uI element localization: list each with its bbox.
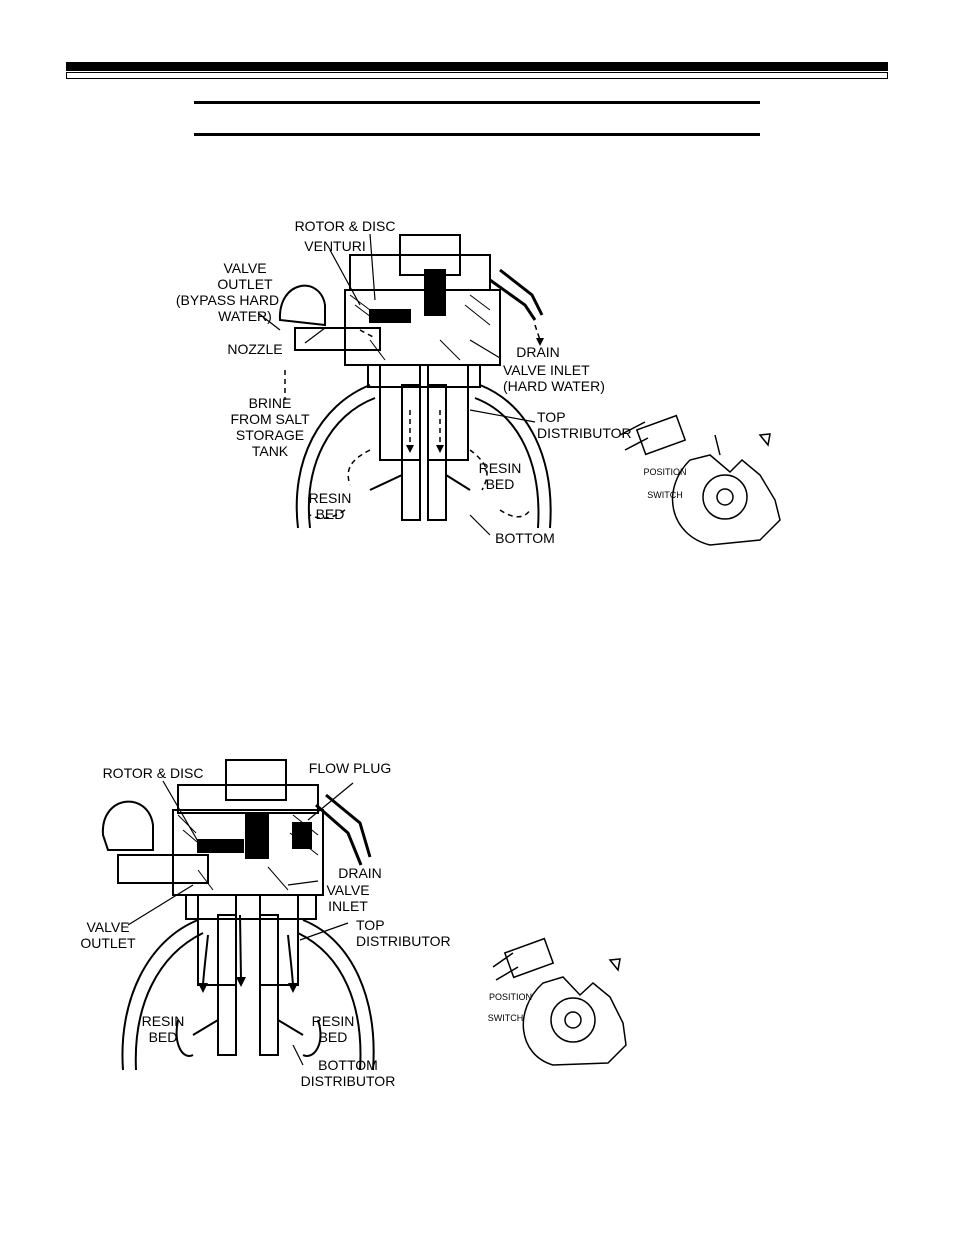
label-valve-inlet-2b: INLET: [328, 898, 368, 914]
label-resin-bed-left-2a: RESIN: [141, 1013, 185, 1029]
label-valve-outlet-4: WATER): [218, 308, 272, 324]
figure-backwash: ROTOR & DISC FLOW PLUG DRAIN VALVE INLET…: [78, 755, 638, 1095]
label-valve-outlet-2b: OUTLET: [80, 935, 136, 951]
label-resin-bed-right-2: BED: [485, 476, 515, 492]
tank-wall-right: [479, 384, 552, 529]
label-position-1: POSITION: [643, 467, 687, 477]
label-resin-bed-left-2b: BED: [148, 1029, 178, 1045]
label-brine-1: BRINE: [248, 395, 292, 411]
label-resin-bed-right-2a: RESIN: [311, 1013, 355, 1029]
label-resin-bed-right-1: RESIN: [478, 460, 522, 476]
label-valve-outlet-2a: VALVE: [86, 919, 130, 935]
label-valve-inlet-1: VALVE INLET: [503, 362, 590, 378]
position-switch-dial: [619, 414, 781, 546]
position-switch-dial: [492, 937, 627, 1066]
label-bottom-distributor-a: BOTTOM: [318, 1057, 378, 1073]
label-resin-bed-left-2: BED: [315, 506, 345, 522]
label-brine-4: TANK: [251, 443, 289, 459]
label-flow-plug: FLOW PLUG: [308, 760, 392, 776]
label-switch-2: SWITCH: [487, 1013, 524, 1023]
label-top-distributor-2b: DISTRIBUTOR: [356, 933, 451, 949]
label-valve-outlet-2: OUTLET: [217, 276, 273, 292]
label-brine-2: FROM SALT: [230, 411, 310, 427]
outlet-cap: [278, 284, 326, 327]
label-rotor-disc: ROTOR & DISC: [294, 218, 396, 234]
label-bottom-distributor-b: DISTRIBUTOR: [300, 1073, 396, 1089]
valve-tank-diagram-1: [257, 233, 781, 546]
valve-tank-diagram-2: [101, 759, 627, 1071]
label-drain-2: DRAIN: [338, 865, 382, 881]
tank-wall-left: [121, 919, 199, 1071]
tank-wall-left: [295, 384, 371, 529]
label-resin-bed-right-2b: BED: [318, 1029, 348, 1045]
label-bottom: BOTTOM: [495, 530, 555, 546]
header-thick-rule: [66, 62, 888, 71]
title-rule-top: [194, 101, 760, 104]
label-valve-inlet-2a: VALVE: [326, 882, 370, 898]
figure-brine-draw: ROTOR & DISC VENTURI VALVE OUTLET (BYPAS…: [170, 210, 790, 550]
label-valve-outlet-3: (BYPASS HARD: [175, 292, 280, 308]
label-top-distributor-2: DISTRIBUTOR: [537, 425, 632, 441]
label-resin-bed-left-1: RESIN: [308, 490, 352, 506]
label-venturi: VENTURI: [304, 238, 366, 254]
tank-wall-right: [302, 919, 375, 1071]
title-rule-bottom: [194, 133, 760, 136]
label-switch-1: SWITCH: [647, 490, 683, 500]
timer-housing: [225, 759, 287, 801]
label-nozzle: NOZZLE: [227, 341, 283, 357]
label-brine-3: STORAGE: [235, 427, 305, 443]
label-drain: DRAIN: [516, 344, 560, 360]
label-top-distributor-1: TOP: [537, 409, 566, 425]
label-valve-outlet-1: VALVE: [223, 260, 267, 276]
header-thin-rule: [66, 72, 888, 79]
label-top-distributor-2a: TOP: [356, 917, 385, 933]
label-valve-inlet-2: (HARD WATER): [503, 378, 605, 394]
outlet-cap: [101, 800, 154, 851]
label-position-2: POSITION: [488, 992, 532, 1002]
label-rotor-disc-2: ROTOR & DISC: [102, 765, 204, 781]
